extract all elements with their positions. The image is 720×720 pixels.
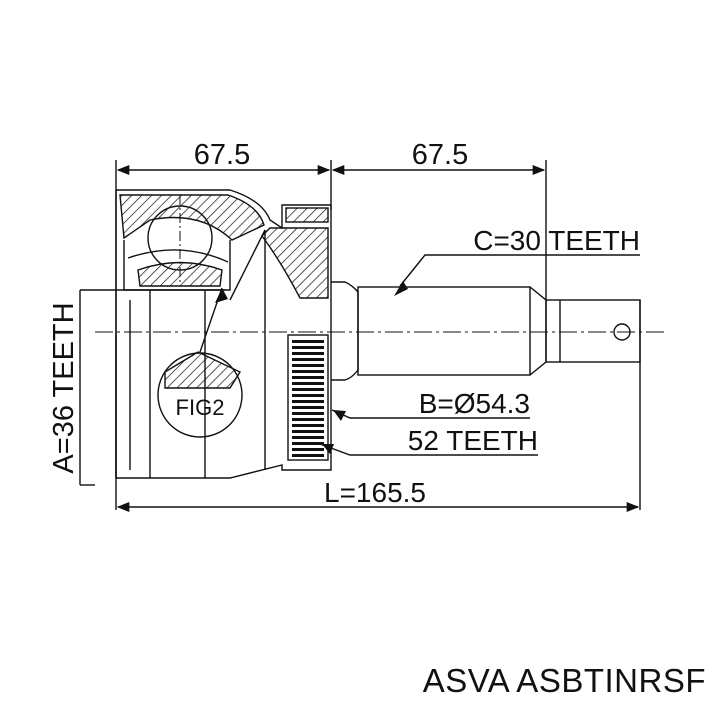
left-length-label: 67.5 xyxy=(194,139,250,171)
abs-tooth xyxy=(292,364,324,367)
threaded-end xyxy=(545,299,641,363)
abs-tooth xyxy=(292,430,324,433)
cage-line xyxy=(127,249,229,263)
abs-tooth xyxy=(292,406,324,409)
abs-tooth xyxy=(292,394,324,397)
abs-tooth xyxy=(292,382,324,385)
inner-race xyxy=(123,240,231,291)
abs-teeth-arrowhead xyxy=(322,444,334,454)
abs-diameter-label: B=Ø54.3 xyxy=(419,388,530,419)
abs-teeth-label: 52 TEETH xyxy=(408,425,538,456)
outer-spline-label: C=30 TEETH xyxy=(473,225,640,256)
abs-tooth xyxy=(292,448,324,451)
housing-hatched-top xyxy=(119,194,265,241)
abs-ring xyxy=(287,334,329,461)
part-number-caption: ASVA ASBTINRSF xyxy=(422,662,706,699)
abs-tooth xyxy=(292,388,324,391)
abs-tooth xyxy=(292,370,324,373)
right-length-label: 67.5 xyxy=(412,139,468,171)
abs-tooth xyxy=(292,346,324,349)
flange-hatched xyxy=(261,227,329,299)
figure-reference-label: FIG2 xyxy=(176,395,225,420)
abs-tooth xyxy=(292,376,324,379)
flange-top-hatched xyxy=(285,207,329,223)
abs-tooth xyxy=(292,400,324,403)
outer-spline-leader xyxy=(399,254,640,287)
fig2-arrowhead xyxy=(215,288,228,303)
abs-tooth xyxy=(292,340,324,343)
abs-tooth xyxy=(292,358,324,361)
abs-diameter-arrowhead xyxy=(333,410,346,421)
outer-spline-arrowhead xyxy=(394,281,408,296)
abs-tooth xyxy=(292,436,324,439)
inner-spline-label: A=36 TEETH xyxy=(48,302,80,473)
abs-tooth xyxy=(292,454,324,457)
housing-outline xyxy=(115,189,332,479)
stem-neck xyxy=(331,281,359,381)
fig2-hatched xyxy=(164,351,242,389)
abs-tooth xyxy=(292,424,324,427)
abs-ring-teeth xyxy=(292,340,324,457)
abs-tooth xyxy=(292,412,324,415)
housing-inner-diagonal xyxy=(229,229,266,301)
stem-taper xyxy=(529,286,547,376)
abs-tooth xyxy=(292,352,324,355)
abs-tooth xyxy=(292,418,324,421)
abs-tooth xyxy=(292,442,324,445)
stem-shaft xyxy=(357,286,531,376)
total-length-label: L=165.5 xyxy=(324,477,426,508)
